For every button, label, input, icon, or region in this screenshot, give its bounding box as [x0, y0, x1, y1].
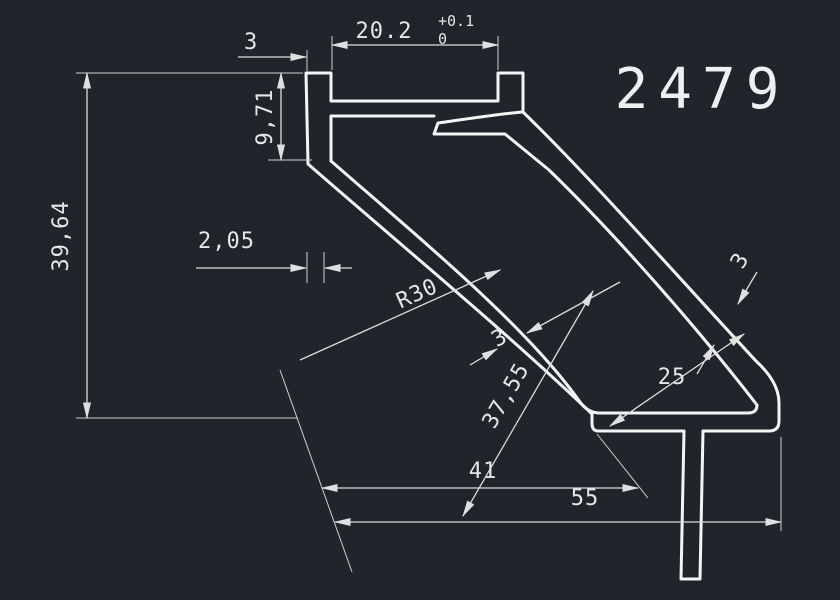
dim-label-overall-height: 39,64 [49, 200, 74, 271]
leader-stem-wall-a [696, 343, 715, 375]
dim-label-radius: R30 [393, 274, 442, 314]
dim-label-tab-width: 3 [244, 30, 258, 55]
dim-label-head-depth: 9,71 [253, 89, 278, 146]
dim-label-slot-width: 20.2 [356, 19, 413, 44]
leader-radius [299, 269, 502, 361]
leader-blade-wall-a [469, 348, 499, 366]
dim-label-offset: 2,05 [198, 229, 255, 254]
profile-slot-line [329, 114, 436, 163]
dimension-lines [76, 36, 783, 573]
leader-stem-wall-b [737, 271, 758, 306]
dim-label-slot-tol-plus: +0.1 [438, 12, 474, 30]
dim-label-slot-tol-minus: 0 [438, 30, 447, 48]
dimline-foot [608, 333, 746, 427]
profile-inner-right-blade [432, 110, 759, 407]
dim-label-diagonal: 37,55 [478, 359, 535, 433]
ext-slant-41 [596, 433, 649, 499]
dim-label-stem-wall: 3 [726, 248, 755, 273]
dim-label-55: 55 [571, 486, 600, 511]
dimline-diagonal [462, 289, 594, 518]
part-number: 2479 [615, 57, 790, 122]
ext-slant-left [279, 369, 353, 573]
dim-label-41: 41 [469, 459, 498, 484]
dim-label-foot-length: 25 [658, 365, 687, 390]
